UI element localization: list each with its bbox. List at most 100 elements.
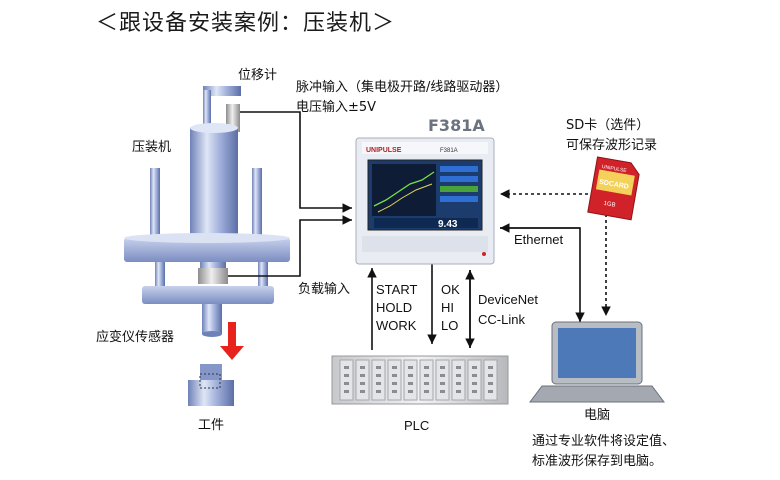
press-column-right — [252, 168, 262, 240]
plc-module — [339, 359, 354, 401]
laptop-computer — [529, 321, 665, 403]
plc-terminal — [376, 366, 381, 369]
load-input-label: 负载输入 — [298, 282, 351, 297]
plc-terminal — [392, 390, 397, 393]
sd-card-desc-label: 可保存波形记录 — [566, 138, 658, 153]
pulse-input-line — [240, 111, 352, 213]
screen-button-3 — [440, 186, 478, 192]
press-column-left — [150, 168, 160, 240]
plc-terminal — [360, 366, 365, 369]
sd-card-option-label: SD卡（选件） — [566, 118, 650, 133]
pulse-input-label: 脉冲输入（集电极开路/线路驱动器） — [296, 80, 509, 95]
meter-rod — [203, 90, 211, 130]
strain-sensor-label: 应变仪传感器 — [96, 330, 175, 345]
device-model-small: F381A — [440, 148, 458, 154]
plc-terminal — [344, 382, 349, 385]
plc-terminal — [392, 382, 397, 385]
plc-module — [387, 359, 402, 401]
plc-terminal — [488, 374, 493, 377]
plc-terminal — [344, 366, 349, 369]
plc-unit — [331, 355, 509, 405]
press-column-right-lower — [258, 262, 268, 288]
meter-bracket — [203, 86, 241, 96]
signal-start: START — [376, 282, 418, 297]
plc-module — [403, 359, 418, 401]
plc-terminal — [392, 374, 397, 377]
note-line-2: 标准波形保存到电脑。 — [532, 454, 663, 469]
plc-terminal — [472, 374, 477, 377]
lower-plate — [142, 286, 274, 304]
voltage-input-label: 电压输入±5V — [296, 100, 377, 115]
fieldbus-devicenet: DeviceNet — [478, 292, 538, 307]
plc-terminal — [408, 382, 413, 385]
page-title: ＜跟设备安装案例：压装机＞ — [96, 11, 396, 36]
press-machine-label: 压装机 — [132, 140, 172, 155]
laptop-screen — [558, 328, 636, 378]
plc-terminal — [472, 366, 477, 369]
device-readout: 9.43 — [438, 219, 458, 230]
screen-button-1 — [440, 166, 478, 172]
signal-work: WORK — [376, 318, 417, 333]
workpiece-bore — [199, 373, 221, 389]
press-column-left-lower — [155, 262, 165, 288]
readout-bar — [374, 218, 478, 228]
plc-terminal — [472, 382, 477, 385]
plc-terminal — [360, 382, 365, 385]
f381a-device: UNIPULSE F381A 9.43 — [355, 137, 495, 265]
sd-card: UNIPULSE SDCARD 1GB — [587, 156, 640, 221]
plc-terminal — [488, 390, 493, 393]
signal-hi: HI — [441, 300, 454, 315]
laptop-base — [529, 385, 665, 403]
plc-terminal — [408, 374, 413, 377]
note-line-1: 通过专业软件将设定值、 — [532, 434, 676, 449]
plc-terminal — [488, 382, 493, 385]
plc-module — [483, 359, 498, 401]
computer-label: 电脑 — [584, 408, 611, 423]
signal-hold: HOLD — [376, 300, 413, 315]
signal-lo: LO — [441, 318, 459, 333]
plc-terminal — [376, 382, 381, 385]
device-model-label: F381A — [428, 116, 485, 135]
plc-terminal — [424, 382, 429, 385]
sd-card-capacity: 1GB — [603, 201, 616, 209]
plc-terminal — [408, 366, 413, 369]
device-led — [482, 252, 486, 256]
plc-terminal — [440, 382, 445, 385]
plc-terminal — [344, 390, 349, 393]
signal-ok: OK — [441, 282, 460, 297]
press-cylinder — [190, 128, 238, 238]
screen-button-4 — [440, 196, 478, 202]
fieldbus-cclink: CC-Link — [478, 312, 525, 327]
plc-terminal — [392, 366, 397, 369]
plc-terminal — [360, 374, 365, 377]
press-arrow-shaft — [228, 322, 236, 348]
plc-module — [467, 359, 482, 401]
displacement-meter-label: 位移计 — [238, 68, 278, 83]
waveform-trace-2 — [377, 183, 433, 213]
plc-terminal — [424, 390, 429, 393]
workpiece-label: 工件 — [198, 418, 225, 433]
connection-lines — [228, 111, 611, 350]
plunger-tip — [202, 331, 222, 337]
press-plunger — [202, 304, 222, 334]
plc-module — [371, 359, 386, 401]
waveform-area — [372, 164, 436, 216]
plc-terminal — [456, 382, 461, 385]
plc-slots — [339, 359, 498, 401]
press-down-arrow-icon — [220, 346, 244, 360]
plc-terminal — [456, 390, 461, 393]
plc-terminal — [360, 390, 365, 393]
plc-label: PLC — [404, 418, 430, 433]
strain-sensor-icon — [198, 268, 228, 284]
plc-terminal — [440, 390, 445, 393]
plc-terminal — [456, 366, 461, 369]
plc-module — [435, 359, 450, 401]
plc-terminal — [376, 374, 381, 377]
plc-module — [451, 359, 466, 401]
waveform-trace — [373, 171, 435, 207]
device-header — [362, 142, 488, 154]
sd-card-label — [595, 169, 635, 196]
screen-button-2 — [440, 176, 478, 182]
upper-plate-top — [124, 233, 290, 243]
